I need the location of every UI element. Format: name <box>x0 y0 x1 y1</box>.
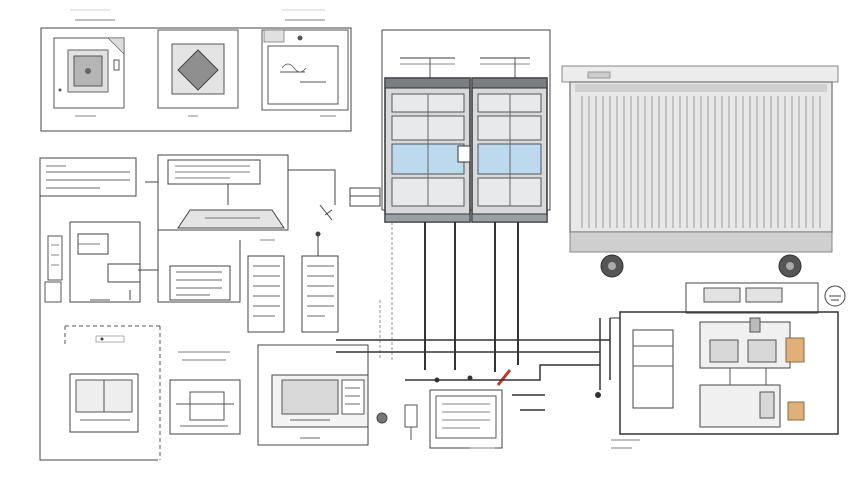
relay-block <box>44 221 158 303</box>
detail-c <box>261 29 349 117</box>
transformer <box>561 65 839 278</box>
box-lower-center <box>169 351 241 435</box>
sensor <box>404 404 418 440</box>
side-terminal <box>349 187 381 207</box>
bus-label <box>95 335 125 343</box>
note-box-center <box>145 154 289 231</box>
detail-b <box>157 29 239 117</box>
note-box-left <box>39 157 137 197</box>
breaker-symbol <box>288 169 336 256</box>
terminal-list-2 <box>247 255 285 333</box>
terminal-list-3 <box>301 255 339 333</box>
control-panel <box>257 344 388 446</box>
drive-unit <box>595 282 839 449</box>
cables <box>424 222 519 372</box>
detail-a <box>53 37 125 117</box>
main-wires <box>336 318 611 411</box>
box-lower-left <box>69 373 139 433</box>
junction-box <box>429 389 503 449</box>
switchgear-right <box>471 77 548 223</box>
ground-symbol <box>824 285 846 307</box>
center-vertical-frame <box>157 230 275 303</box>
thin-wires <box>379 222 393 360</box>
terminal-list-1 <box>169 265 231 301</box>
dashed-bus <box>64 325 161 460</box>
top-detail-frame <box>40 9 352 132</box>
switchgear-left <box>381 29 551 223</box>
